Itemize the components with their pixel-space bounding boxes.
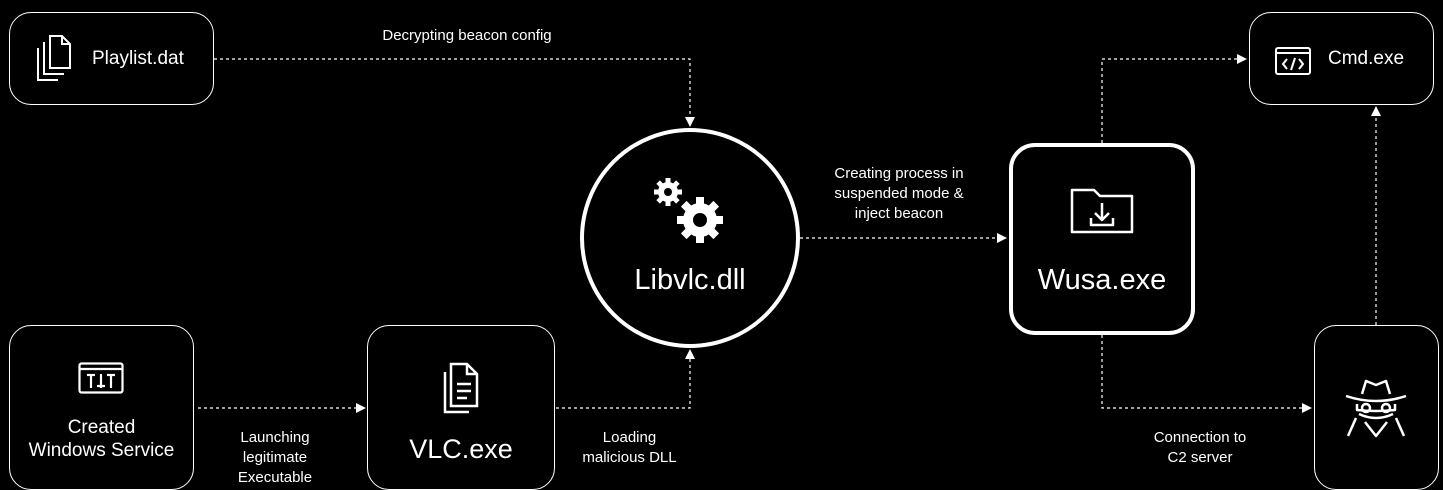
edge-wusa-c2 [1101, 335, 1312, 413]
spy-icon [1345, 379, 1407, 438]
edge-label-decrypting: Decrypting beacon config [382, 27, 552, 44]
code-window-icon [1275, 47, 1311, 75]
node-playlist [9, 12, 214, 105]
node-cmd [1249, 12, 1434, 105]
node-libvlc-label: Libvlc.dll [634, 264, 746, 296]
edge-playlist-libvlc [214, 58, 695, 127]
node-libvlc [580, 128, 800, 348]
documents-icon [37, 35, 71, 81]
node-cmd-label: Cmd.exe [1328, 48, 1405, 69]
document-icon [443, 362, 479, 414]
edge-label-connection-c2: Connection to C2 server [1153, 429, 1247, 466]
node-wusa-label: Wusa.exe [1037, 264, 1167, 296]
node-playlist-label: Playlist.dat [92, 48, 184, 69]
node-service-label: Created Windows Service [28, 417, 175, 461]
edge-label-loading: Loading malicious DLL [582, 429, 677, 466]
edge-label-launching: Launching legitimate Executable [237, 429, 313, 486]
node-wusa [1009, 143, 1195, 335]
gears-icon [654, 178, 723, 243]
service-window-icon [78, 362, 124, 394]
node-service [9, 325, 194, 490]
edge-label-creating-process: Creating process in suspended mode & inj… [834, 165, 964, 222]
folder-download-icon [1070, 188, 1134, 234]
edge-wusa-cmd [1101, 54, 1247, 143]
edge-vlc-libvlc [556, 349, 695, 409]
node-vlc-label: VLC.exe [409, 434, 513, 464]
